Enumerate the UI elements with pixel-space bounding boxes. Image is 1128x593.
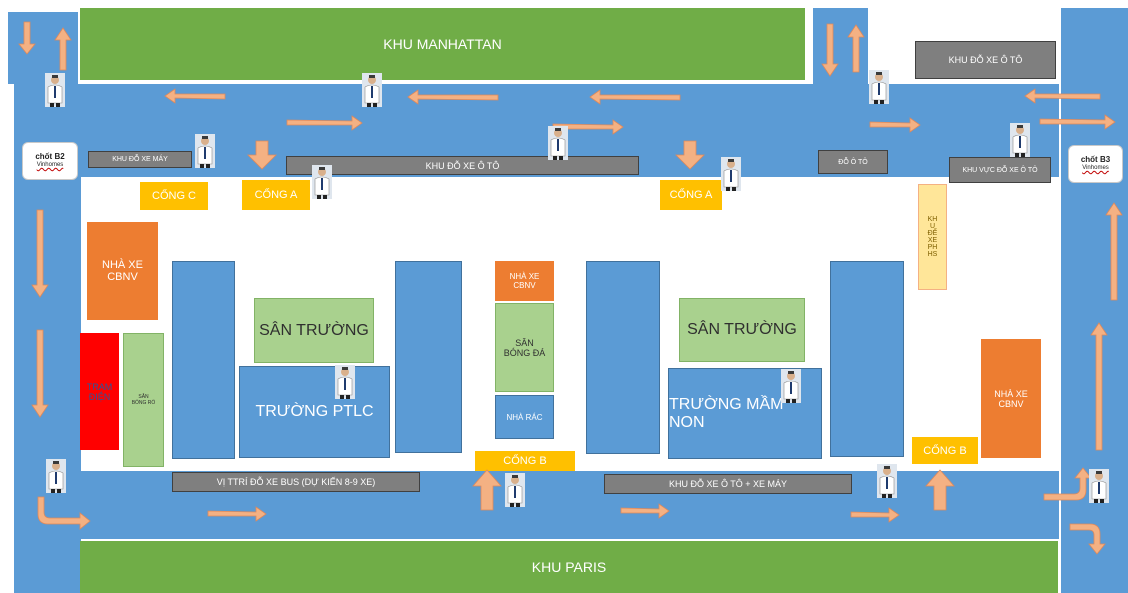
garage-staff-right: NHÀ XE CBNV xyxy=(981,339,1041,458)
football-field-line-2: BÓNG ĐÁ xyxy=(503,347,546,358)
checkpoint-b3-title: chốt B3 xyxy=(1080,155,1111,165)
arrow-right-icon xyxy=(207,506,267,522)
parking-car-top-center: KHU ĐỖ XE Ô TÔ xyxy=(286,156,639,175)
security-guard-icon xyxy=(721,157,741,191)
arrow-left-icon xyxy=(407,89,499,105)
arrow-right-icon xyxy=(1039,114,1116,130)
garage-staff-left-line-1: NHÀ XE xyxy=(102,259,143,271)
parking-parent-bike-line-2: U xyxy=(929,223,936,230)
building-block-2 xyxy=(395,261,462,453)
checkpoint-b2-title: chốt B2 xyxy=(35,152,65,162)
security-guard-icon xyxy=(46,459,66,493)
security-guard-icon xyxy=(548,126,568,160)
arrow-down-icon xyxy=(821,23,839,77)
parking-car-moto-bottom: KHU ĐỖ XE Ô TÔ + XE MÁY xyxy=(604,474,852,494)
parking-car-small: ĐỖ Ô TÔ xyxy=(818,150,888,174)
basketball-court: SÂN BÓNG RỔ xyxy=(123,333,164,467)
parking-parent-bike-line-3: ĐỂ xyxy=(927,230,938,237)
arrow-down-icon xyxy=(675,140,705,170)
security-guard-icon xyxy=(869,70,889,104)
parking-parent-bike-line-1: KH xyxy=(927,216,938,223)
parking-parent-bike-line-5: PH xyxy=(927,244,938,251)
football-field: SÂN BÓNG ĐÁ xyxy=(495,303,554,392)
arrow-right-icon xyxy=(850,507,900,523)
arrow-up-icon xyxy=(1105,202,1123,301)
garage-staff-center-line-2: CBNV xyxy=(513,281,536,290)
gate-b-right: CỔNG B xyxy=(912,437,978,464)
garage-staff-center: NHÀ XE CBNV xyxy=(495,261,554,301)
zone-manhattan: KHU MANHATTAN xyxy=(80,8,805,80)
arrow-turn-up-icon xyxy=(1043,467,1092,501)
football-field-line-1: SÂN xyxy=(515,337,534,348)
security-guard-icon xyxy=(1089,469,1109,503)
checkpoint-b2: chốt B2 Vinhomes xyxy=(22,142,78,180)
arrow-down-icon xyxy=(247,140,277,170)
arrow-up-icon xyxy=(1090,322,1108,451)
checkpoint-b2-brand: Vinhomes xyxy=(36,162,64,169)
power-station-line-2: ĐIỆN xyxy=(88,391,111,402)
arrow-turn-right-icon xyxy=(37,496,91,530)
schoolyard-left: SÂN TRƯỜNG xyxy=(254,298,374,363)
gate-b-center: CỔNG B xyxy=(475,451,575,471)
gate-c: CỔNG C xyxy=(140,182,208,210)
security-guard-icon xyxy=(505,473,525,507)
parking-car-top-right: KHU ĐỖ XE Ô TÔ xyxy=(915,41,1056,79)
garage-staff-left: NHÀ XE CBNV xyxy=(87,222,158,320)
arrow-left-icon xyxy=(589,89,681,105)
arrow-left-icon xyxy=(164,88,226,104)
arrow-left-icon xyxy=(1024,88,1101,104)
trash-house: NHÀ RÁC xyxy=(495,395,554,439)
arrow-right-icon xyxy=(869,117,921,133)
security-guard-icon xyxy=(781,369,801,403)
power-station: TRẠM ĐIỆN xyxy=(80,333,119,450)
security-guard-icon xyxy=(877,464,897,498)
arrow-right-icon xyxy=(620,503,670,519)
checkpoint-b3: chốt B3 Vinhomes xyxy=(1068,145,1123,183)
garage-staff-center-line-1: NHÀ XE xyxy=(509,272,540,281)
building-block-1 xyxy=(172,261,235,459)
garage-staff-right-line-1: NHÀ XE xyxy=(994,388,1028,399)
building-block-4 xyxy=(830,261,904,457)
security-guard-icon xyxy=(335,365,355,399)
arrow-right-icon xyxy=(286,115,363,131)
arrow-up-icon xyxy=(847,24,865,73)
power-station-line-1: TRẠM xyxy=(86,381,113,392)
arrow-turn-down-icon xyxy=(1069,523,1106,555)
school-ptlc: TRƯỜNG PTLC xyxy=(239,366,390,458)
parking-car-area-right: KHU VỰC ĐỖ XE Ô TÔ xyxy=(949,157,1051,183)
parking-parent-bike-line-6: HS xyxy=(927,251,938,258)
building-block-3 xyxy=(586,261,660,454)
parking-motorbike-top: KHU ĐỖ XE MÁY xyxy=(88,151,192,168)
schoolyard-right: SÂN TRƯỜNG xyxy=(679,298,805,362)
zone-paris: KHU PARIS xyxy=(80,541,1058,593)
security-guard-icon xyxy=(362,73,382,107)
parking-bus: VỊ TTRÍ ĐỖ XE BUS (DỰ KIẾN 8-9 XE) xyxy=(172,472,420,492)
checkpoint-b3-brand: Vinhomes xyxy=(1082,165,1109,172)
parking-parent-bike: KH U ĐỂ XE PH HS xyxy=(918,184,947,290)
gate-a-left: CỔNG A xyxy=(242,180,310,210)
arrow-down-icon xyxy=(31,329,49,418)
gate-a-right: CỔNG A xyxy=(660,180,722,210)
security-guard-icon xyxy=(1010,123,1030,157)
arrow-up-icon xyxy=(925,469,955,511)
arrow-up-icon xyxy=(54,27,72,71)
garage-staff-right-line-2: CBNV xyxy=(998,398,1024,409)
garage-staff-left-line-2: CBNV xyxy=(107,271,138,283)
arrow-down-icon xyxy=(31,209,49,298)
security-guard-icon xyxy=(312,165,332,199)
parking-parent-bike-line-4: XE xyxy=(927,237,938,244)
basketball-court-line-2: BÓNG RỔ xyxy=(131,400,156,406)
arrow-up-icon xyxy=(472,469,502,511)
arrow-down-icon xyxy=(18,21,36,55)
basketball-court-line-1: SÂN xyxy=(138,394,149,400)
security-guard-icon xyxy=(195,134,215,168)
security-guard-icon xyxy=(45,73,65,107)
